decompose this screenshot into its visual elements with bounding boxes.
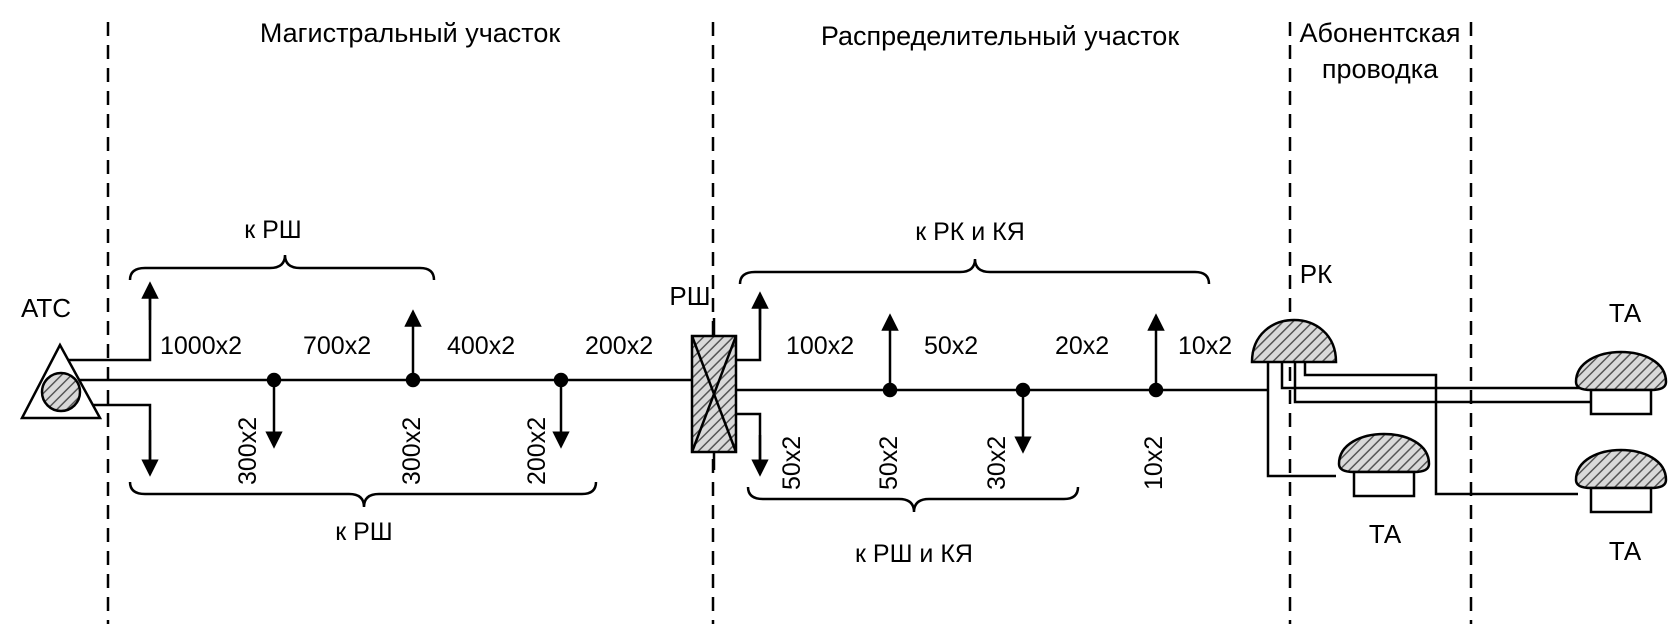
section-title-subscriber-1: Абонентская xyxy=(1300,18,1461,48)
cabinet-symbol xyxy=(690,318,738,470)
distribution-branch-label: 50х2 xyxy=(778,436,806,490)
trunk-cable-label: 700х2 xyxy=(303,332,371,360)
distribution-cable-label: 50х2 xyxy=(924,332,978,360)
phone-label: ТА xyxy=(1369,519,1402,549)
exchange-label: АТС xyxy=(21,293,71,323)
distribution-cable-label: 10х2 xyxy=(1178,332,1232,360)
distribution-branch-label: 50х2 xyxy=(875,436,903,490)
trunk-cable-label: 200х2 xyxy=(585,332,653,360)
distribution-cable-label: 20х2 xyxy=(1055,332,1109,360)
trunk-cable-label: 1000х2 xyxy=(160,332,242,360)
brace-dist-top xyxy=(738,258,1211,285)
distribution-box-symbol xyxy=(1250,318,1338,364)
phone-label: ТА xyxy=(1609,298,1642,328)
brace-trunk-bottom xyxy=(128,481,598,508)
section-title-subscriber-2: проводка xyxy=(1322,54,1439,84)
subscriber-wiring xyxy=(1266,362,1599,496)
cabinet-label: РШ xyxy=(669,281,710,311)
brace-label-dist-bottom: к РШ и КЯ xyxy=(855,540,973,568)
phone-icon xyxy=(1574,350,1668,416)
brace-label-trunk-top: к РШ xyxy=(244,216,301,244)
exchange-symbol xyxy=(19,342,103,420)
cable-arrows xyxy=(141,281,769,477)
brace-dist-bottom xyxy=(746,486,1080,513)
section-title-distribution: Распределительный участок xyxy=(821,21,1179,51)
distribution-cable-label: 100х2 xyxy=(786,332,854,360)
phone-label: ТА xyxy=(1609,536,1642,566)
distribution-box-label: РК xyxy=(1300,259,1333,289)
distribution-branch-label: 30х2 xyxy=(983,436,1011,490)
trunk-branch-label: 300х2 xyxy=(234,417,262,485)
braces xyxy=(128,254,1211,513)
section-title-trunk: Магистральный участок xyxy=(260,18,561,48)
distribution-branch-label: 10х2 xyxy=(1140,436,1168,490)
brace-label-dist-top: к РК и КЯ xyxy=(915,218,1025,246)
trunk-branch-label: 300х2 xyxy=(398,417,426,485)
phone-icon xyxy=(1574,448,1668,514)
trunk-cable-label: 400х2 xyxy=(447,332,515,360)
distribution-junctions xyxy=(881,313,1165,454)
trunk-junctions xyxy=(265,309,570,449)
section-dividers xyxy=(106,22,1473,624)
brace-trunk-top xyxy=(128,254,436,281)
brace-label-trunk-bottom: к РШ xyxy=(335,518,392,546)
phone-icon xyxy=(1337,432,1431,498)
trunk-branch-label: 200х2 xyxy=(523,417,551,485)
